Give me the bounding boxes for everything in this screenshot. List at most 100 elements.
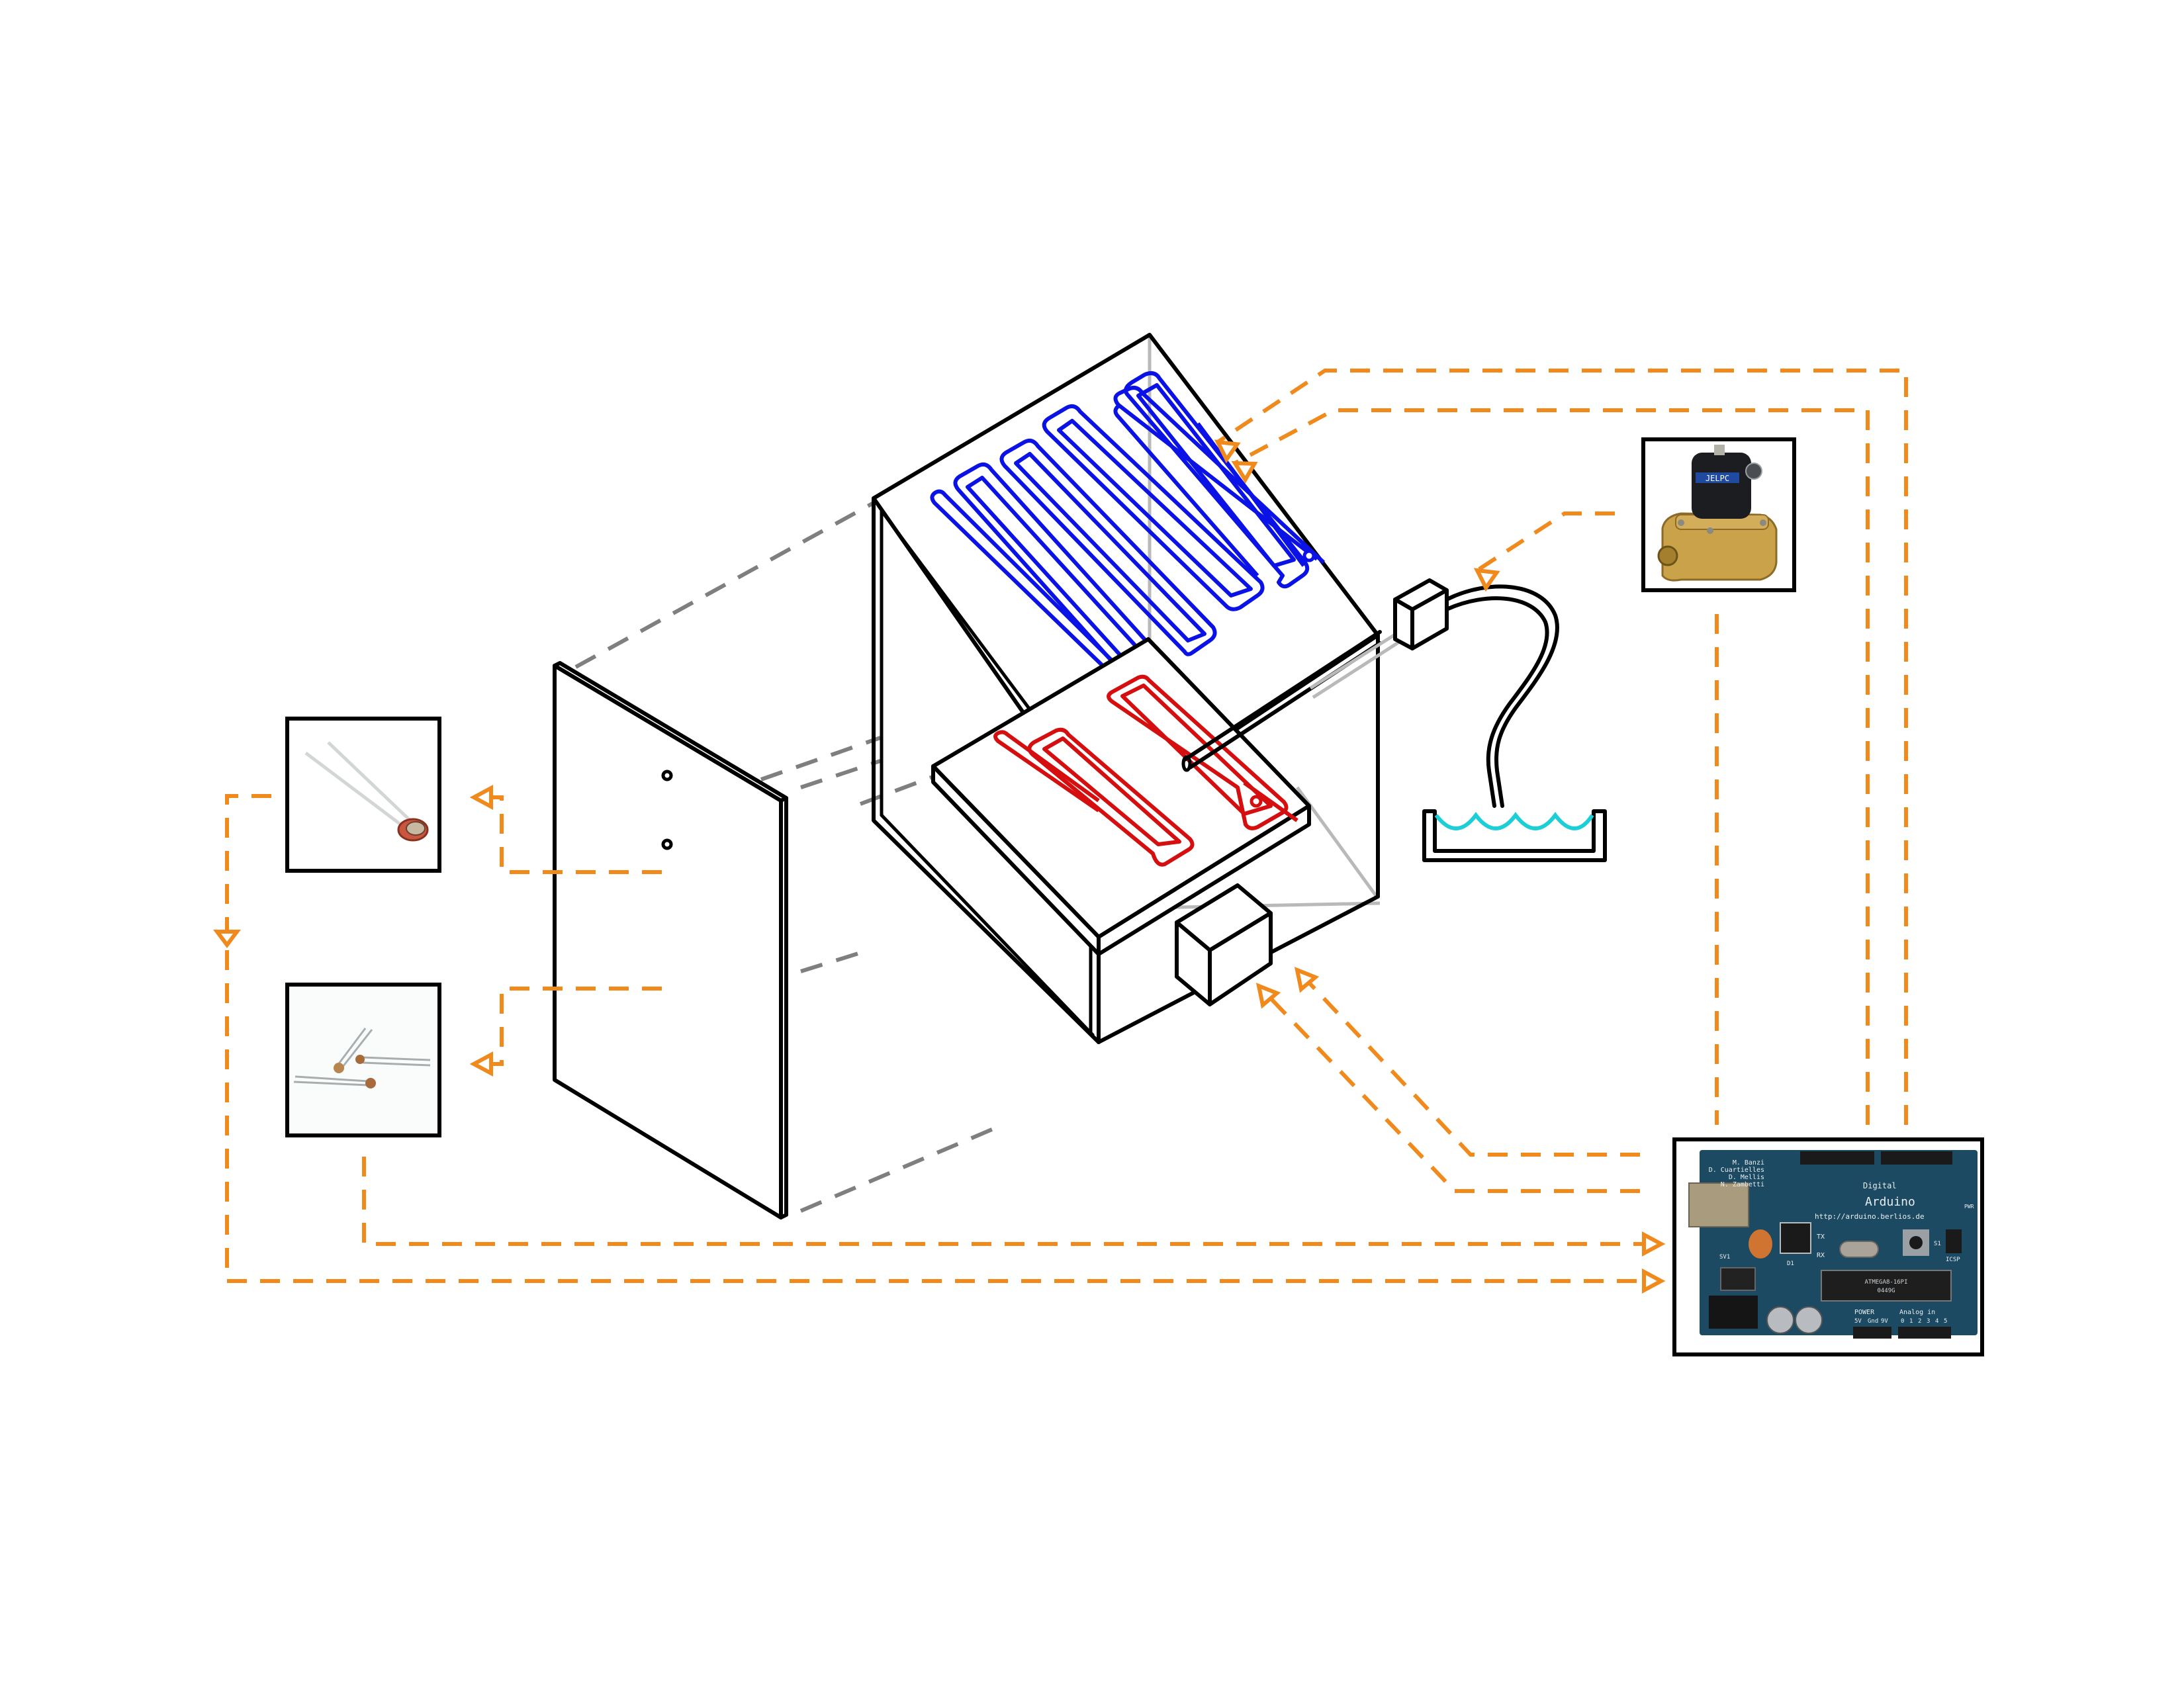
icsp-header [1946,1229,1962,1253]
header-analog [1898,1327,1951,1339]
guide-line-low-1 [800,951,861,973]
basin-tray [1422,809,1607,862]
header-digital-high [1800,1151,1874,1165]
thermistor-3-head [365,1078,376,1088]
switch-label: S1 [1934,1241,1941,1247]
power-jack [1709,1296,1758,1329]
thermistor-3-lead-b [293,1081,369,1086]
rod-edge-upper [1183,630,1382,762]
cooling-coil-loop-1 [1124,371,1310,589]
power-header-label: POWER [1854,1309,1875,1316]
heater-block [1175,883,1273,1006]
valve-coil [1692,453,1751,519]
rx-label: RX [1817,1252,1825,1259]
panel-side-edge [779,796,788,1219]
author-1: M. Banzi [1733,1159,1764,1167]
signal-line-arduino-board-to-cooling-coil [1234,408,1870,1125]
chip-label: ATMEGA8-16PI [1864,1279,1907,1286]
arduino-board: M. Banzi D. Cuartielles D. Mellis N. Zam… [1672,1137,1984,1356]
light-sensor [285,717,441,873]
heater-block-front [1208,911,1273,1006]
arrowhead-icon [469,784,493,811]
thermistor-1-lead-b [341,1029,373,1067]
signal-line-temperature-sensor-to-arduino-board [362,1157,1655,1246]
analog-pin-label: 1 [1909,1318,1913,1325]
reset-button [1909,1236,1923,1249]
analog-pin-label: 3 [1927,1318,1930,1325]
ftdi-chip [1780,1222,1811,1254]
box-left-wall-edge [872,496,1101,1044]
cooling-coil-end [1302,549,1316,562]
plate-front-side [1097,804,1311,956]
cooling-coil-loop-1-inner [1136,383,1296,568]
pump-left [1393,598,1414,650]
valve-brand-text: JELPC [1706,474,1729,483]
analog-header-label: Analog in [1899,1309,1935,1316]
sensor-hole-light [661,770,673,781]
cooling-coil [930,371,1326,692]
icsp-label: ICSP [1946,1257,1960,1263]
arrowhead-icon [1214,439,1241,464]
front-panel [553,661,788,1219]
usb-connector [1688,1182,1749,1227]
heating-coil-loop-1-inner [1120,684,1273,816]
arrowhead-icon [1642,1268,1666,1294]
signal-line-solenoid-valve-to-water-pump [1476,511,1615,572]
valve-bolt-3 [1707,527,1713,534]
thermistor-2-lead-b [362,1061,431,1067]
jumper-label: SV1 [1719,1254,1730,1261]
hose-inner [1446,596,1549,808]
thermistor-3-lead-a [295,1075,369,1083]
ldr-lead-1 [304,752,409,831]
valve-brass-body [1661,512,1778,582]
valve-bolt-2 [1760,519,1766,526]
arrowhead-icon [1294,967,1320,993]
signal-line-arduino-board-to-heater-block [1257,984,1640,1193]
cooling-coil-loop-3-inner [1014,452,1206,642]
author-3: D. Mellis [1729,1174,1764,1181]
water-waves [1434,812,1594,830]
arrowhead-icon [469,1051,493,1077]
guide-line-bottom [799,1123,1004,1213]
analog-pin-label: 5 [1944,1318,1947,1325]
ldr-lead-2 [327,741,414,824]
valve-label-band [1696,472,1739,483]
hose-outer [1446,584,1559,808]
arrowhead-icon [1642,1231,1666,1257]
guide-line-mid-1 [760,736,881,781]
panel-face [553,664,783,1219]
arduino-brand-text: Arduino [1865,1195,1915,1209]
pump-rod [1181,623,1411,772]
arduino-url-text: http://arduino.berlios.de [1815,1212,1925,1221]
guide-line-mid-2 [800,759,881,789]
thermistor-1-head [334,1063,344,1073]
header-power [1853,1327,1891,1339]
cooling-coil-loop-2 [1042,404,1265,611]
heating-coil-lead [993,730,1100,813]
power-pin-label: 5V [1854,1318,1862,1325]
arrowhead-icon [1255,983,1281,1009]
thermistor-2-lead-a [362,1056,431,1061]
signal-lines [213,369,1908,1294]
valve-connector [1745,463,1762,480]
water-pump [1393,578,1559,808]
signal-line-arduino-board-to-heater-block [1295,968,1640,1157]
chip-code: 0449G [1877,1288,1895,1294]
pump-front [1410,588,1449,650]
author-4: N. Zambetti [1721,1181,1764,1188]
heating-coil-tail [1243,781,1298,822]
analog-pin-label: 4 [1935,1318,1938,1325]
crystal [1839,1241,1879,1258]
temperature-sensor [285,983,441,1137]
analog-pin-label: 0 [1901,1318,1904,1325]
atmega-chip [1821,1270,1952,1302]
cooling-coil-loop-3 [999,439,1217,656]
sensor-hole-temperature [661,838,673,850]
power-pin-label: 9V [1881,1318,1888,1325]
heating-coil-end [1250,795,1263,808]
voltage-regulator [1720,1267,1756,1291]
heating-coil-loop-2 [1027,727,1195,867]
pwr-label: PWR [1964,1204,1974,1210]
